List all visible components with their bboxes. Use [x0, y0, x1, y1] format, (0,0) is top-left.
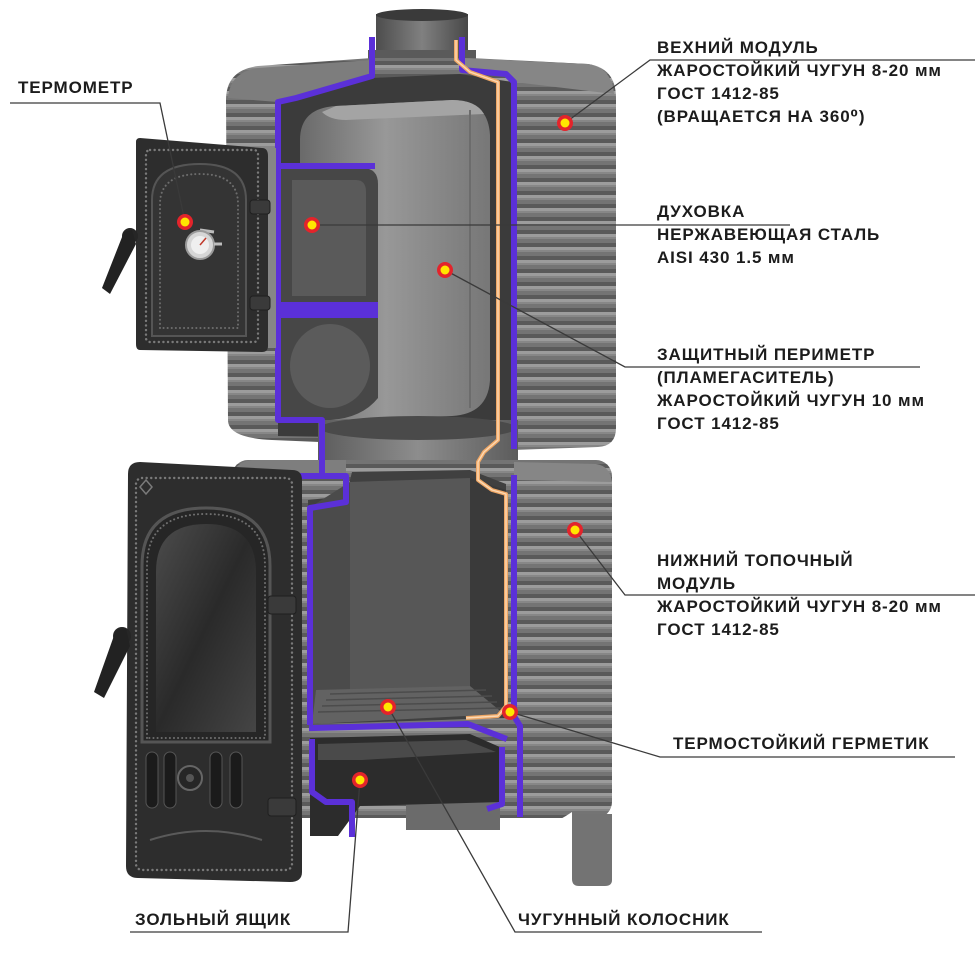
oven-upper-chamber	[278, 168, 378, 302]
callout-label-ash-box: ЗОЛЬНЫЙ ЯЩИК	[135, 908, 291, 931]
callout-line: ТЕРМОСТОЙКИЙ ГЕРМЕТИК	[673, 734, 930, 753]
callout-line: ГОСТ 1412-85	[657, 620, 780, 639]
callout-line: ВЕХНИЙ МОДУЛЬ	[657, 38, 819, 57]
callout-marker-lower-module	[567, 522, 583, 538]
cast-iron-grate	[312, 686, 504, 724]
leader-line-grate	[387, 706, 762, 933]
callout-line: ЖАРОСТОЙКИЙ ЧУГУН 8-20 мм	[657, 597, 942, 616]
callout-line: ТЕРМОМЕТР	[18, 78, 134, 97]
callout-line: ЗАЩИТНЫЙ ПЕРИМЕТР	[657, 345, 876, 364]
callout-marker-protective-perimeter	[437, 262, 453, 278]
callout-label-oven: ДУХОВКА НЕРЖАВЕЮЩАЯ СТАЛЬ AISI 430 1.5 м…	[657, 200, 880, 269]
callout-line: МОДУЛЬ	[657, 574, 736, 593]
callout-marker-upper-module	[557, 115, 573, 131]
callout-line: ЗОЛЬНЫЙ ЯЩИК	[135, 910, 292, 929]
leader-line-thermometer	[10, 102, 186, 223]
oven-door-handle	[102, 228, 138, 294]
callout-line: ЖАРОСТОЙКИЙ ЧУГУН 10 мм	[657, 391, 925, 410]
callout-line: ЖАРОСТОЙКИЙ ЧУГУН 8-20 мм	[657, 61, 942, 80]
callout-marker-oven	[304, 217, 320, 233]
oven-lower-chamber	[278, 318, 378, 420]
callout-marker-sealant	[502, 704, 518, 720]
callout-line: AISI 430 1.5 мм	[657, 248, 795, 267]
flue-pipe	[368, 9, 476, 60]
oven-door-hinges	[249, 199, 271, 311]
door-emblem	[139, 478, 153, 496]
ash-box	[310, 734, 502, 836]
callout-marker-thermometer	[177, 214, 193, 230]
callout-marker-ash-box	[352, 772, 368, 788]
callout-label-grate: ЧУГУННЫЙ КОЛОСНИК	[518, 908, 730, 931]
callout-line: ГОСТ 1412-85	[657, 84, 780, 103]
firebox-door-vents	[145, 751, 263, 841]
callout-line: ГОСТ 1412-85	[657, 414, 780, 433]
callout-line: (ПЛАМЕГАСИТЕЛЬ)	[657, 368, 835, 387]
callout-label-thermometer: ТЕРМОМЕТР	[18, 76, 134, 99]
callout-line: ДУХОВКА	[657, 202, 746, 221]
callout-label-lower-module: НИЖНИЙ ТОПОЧНЫЙ МОДУЛЬ ЖАРОСТОЙКИЙ ЧУГУН…	[657, 549, 942, 641]
callout-line: ЧУГУННЫЙ КОЛОСНИК	[518, 910, 730, 929]
leader-line-ash-box	[130, 779, 361, 933]
leader-line-upper-module	[564, 59, 975, 124]
callout-marker-grate	[380, 699, 396, 715]
firebox-door-handle	[94, 627, 131, 698]
firebox-door-hinges	[267, 595, 297, 817]
firebox-interior	[308, 470, 506, 724]
callout-line: НЕРЖАВЕЮЩАЯ СТАЛЬ	[657, 225, 881, 244]
leader-line-protective-perimeter	[444, 269, 920, 368]
cut-outline	[275, 37, 523, 837]
callout-line: НИЖНИЙ ТОПОЧНЫЙ	[657, 551, 854, 570]
thermometer-gauge	[185, 228, 222, 260]
leader-line-lower-module	[574, 529, 975, 596]
callout-label-protective-perimeter: ЗАЩИТНЫЙ ПЕРИМЕТР (ПЛАМЕГАСИТЕЛЬ) ЖАРОСТ…	[657, 343, 925, 435]
leader-line-sealant	[509, 711, 955, 758]
callout-label-upper-module: ВЕХНИЙ МОДУЛЬ ЖАРОСТОЙКИЙ ЧУГУН 8-20 мм …	[657, 36, 942, 128]
callout-label-sealant: ТЕРМОСТОЙКИЙ ГЕРМЕТИК	[673, 732, 930, 755]
firebox-door-window	[156, 524, 256, 732]
callout-line: (ВРАЩАЕТСЯ НА 360⁰)	[657, 107, 866, 126]
